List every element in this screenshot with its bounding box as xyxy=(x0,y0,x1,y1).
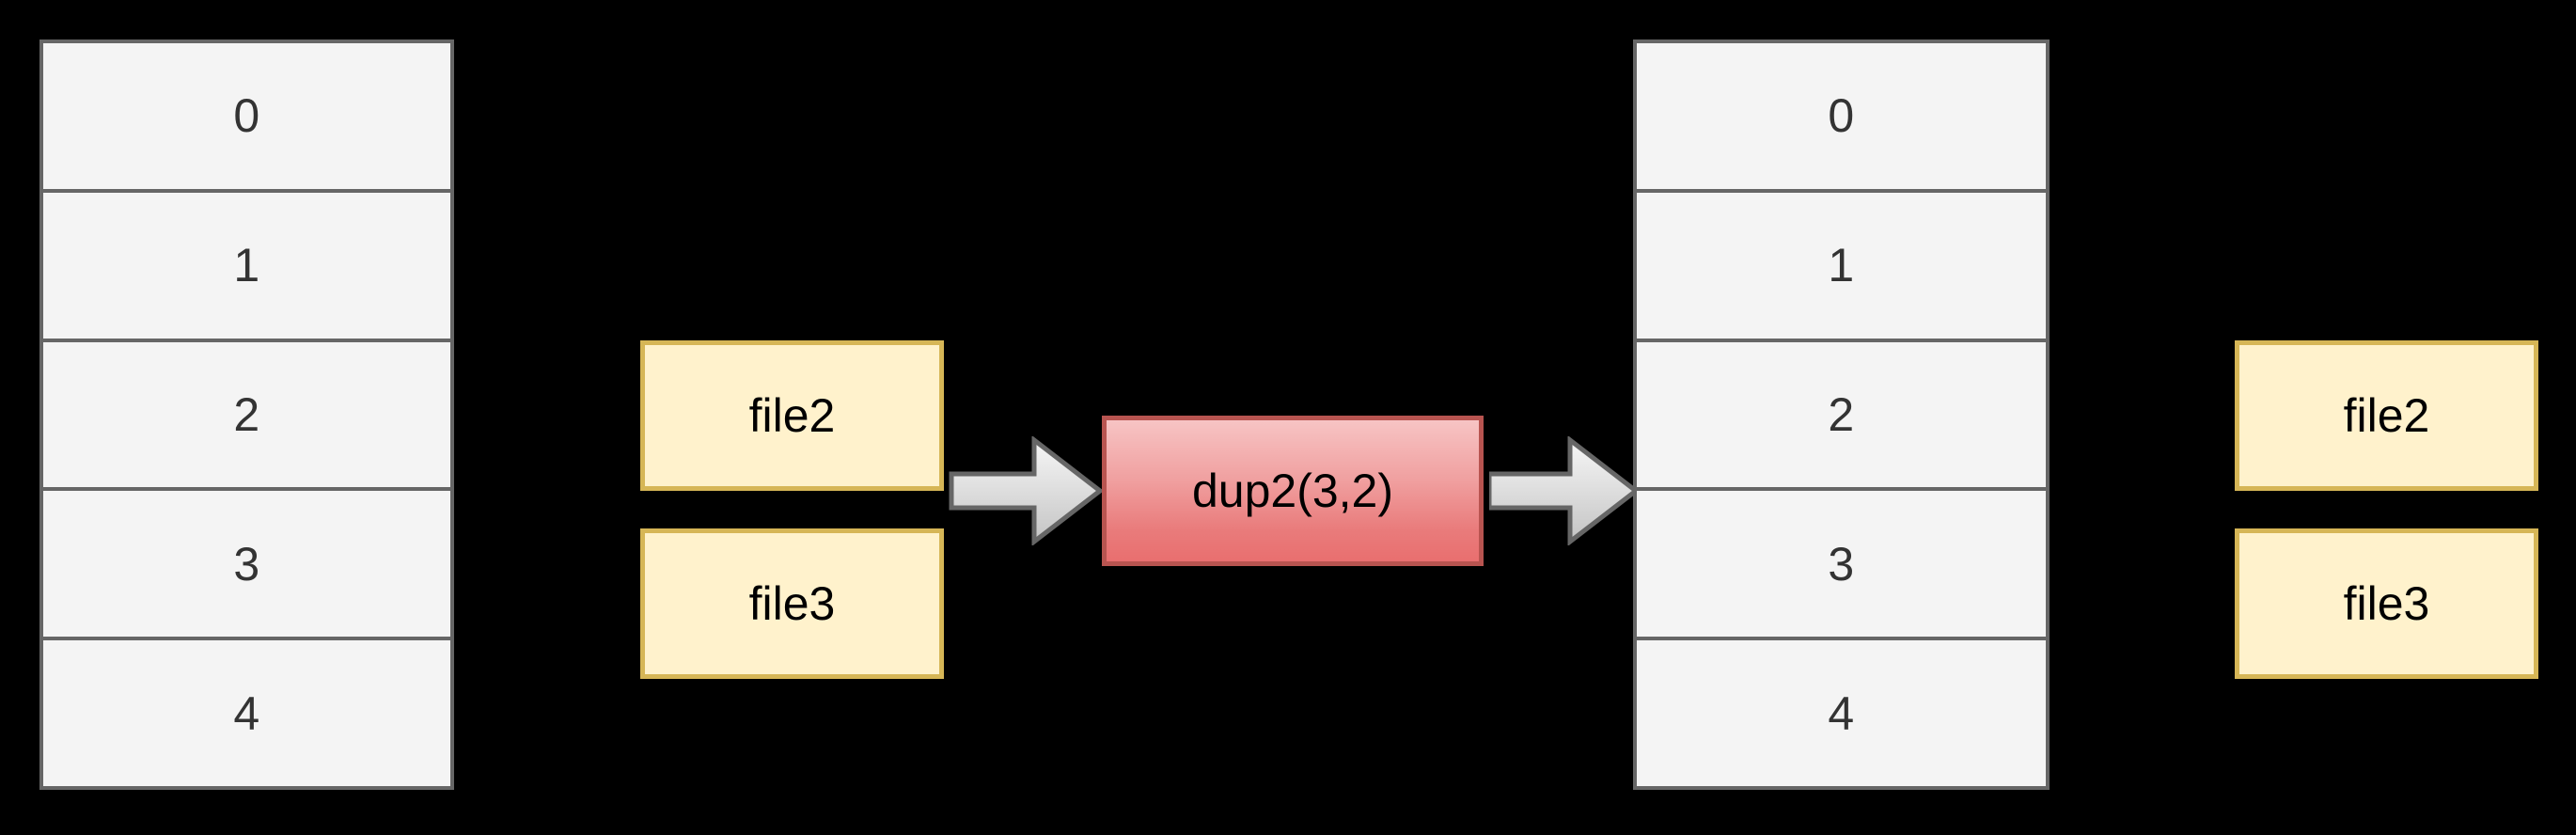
fd-row-4: 4 xyxy=(1828,686,1855,740)
fd-table-after: 0 1 2 3 4 xyxy=(1633,39,2050,790)
fd-row-1: 1 xyxy=(43,193,450,342)
fd-row-1: 1 xyxy=(1637,193,2046,342)
arrow-right-icon xyxy=(1489,436,1638,545)
file-box-before-file2: file2 xyxy=(640,340,944,491)
fd-row-4: 4 xyxy=(233,686,260,740)
fd-row-0: 0 xyxy=(1637,43,2046,193)
fd-row-0: 0 xyxy=(43,43,450,193)
file-box-after-file2: file2 xyxy=(2235,340,2538,491)
file-box-before-file3: file3 xyxy=(640,528,944,679)
arrow-right-icon xyxy=(949,436,1104,545)
fd-row-3: 3 xyxy=(43,491,450,641)
fd-row-2: 2 xyxy=(43,342,450,492)
fd-table-before: 0 1 2 3 4 xyxy=(39,39,454,790)
syscall-dup2-box: dup2(3,2) xyxy=(1102,416,1484,566)
fd-row-3: 3 xyxy=(1637,491,2046,641)
file-box-after-file3: file3 xyxy=(2235,528,2538,679)
fd-row-2: 2 xyxy=(1637,342,2046,492)
